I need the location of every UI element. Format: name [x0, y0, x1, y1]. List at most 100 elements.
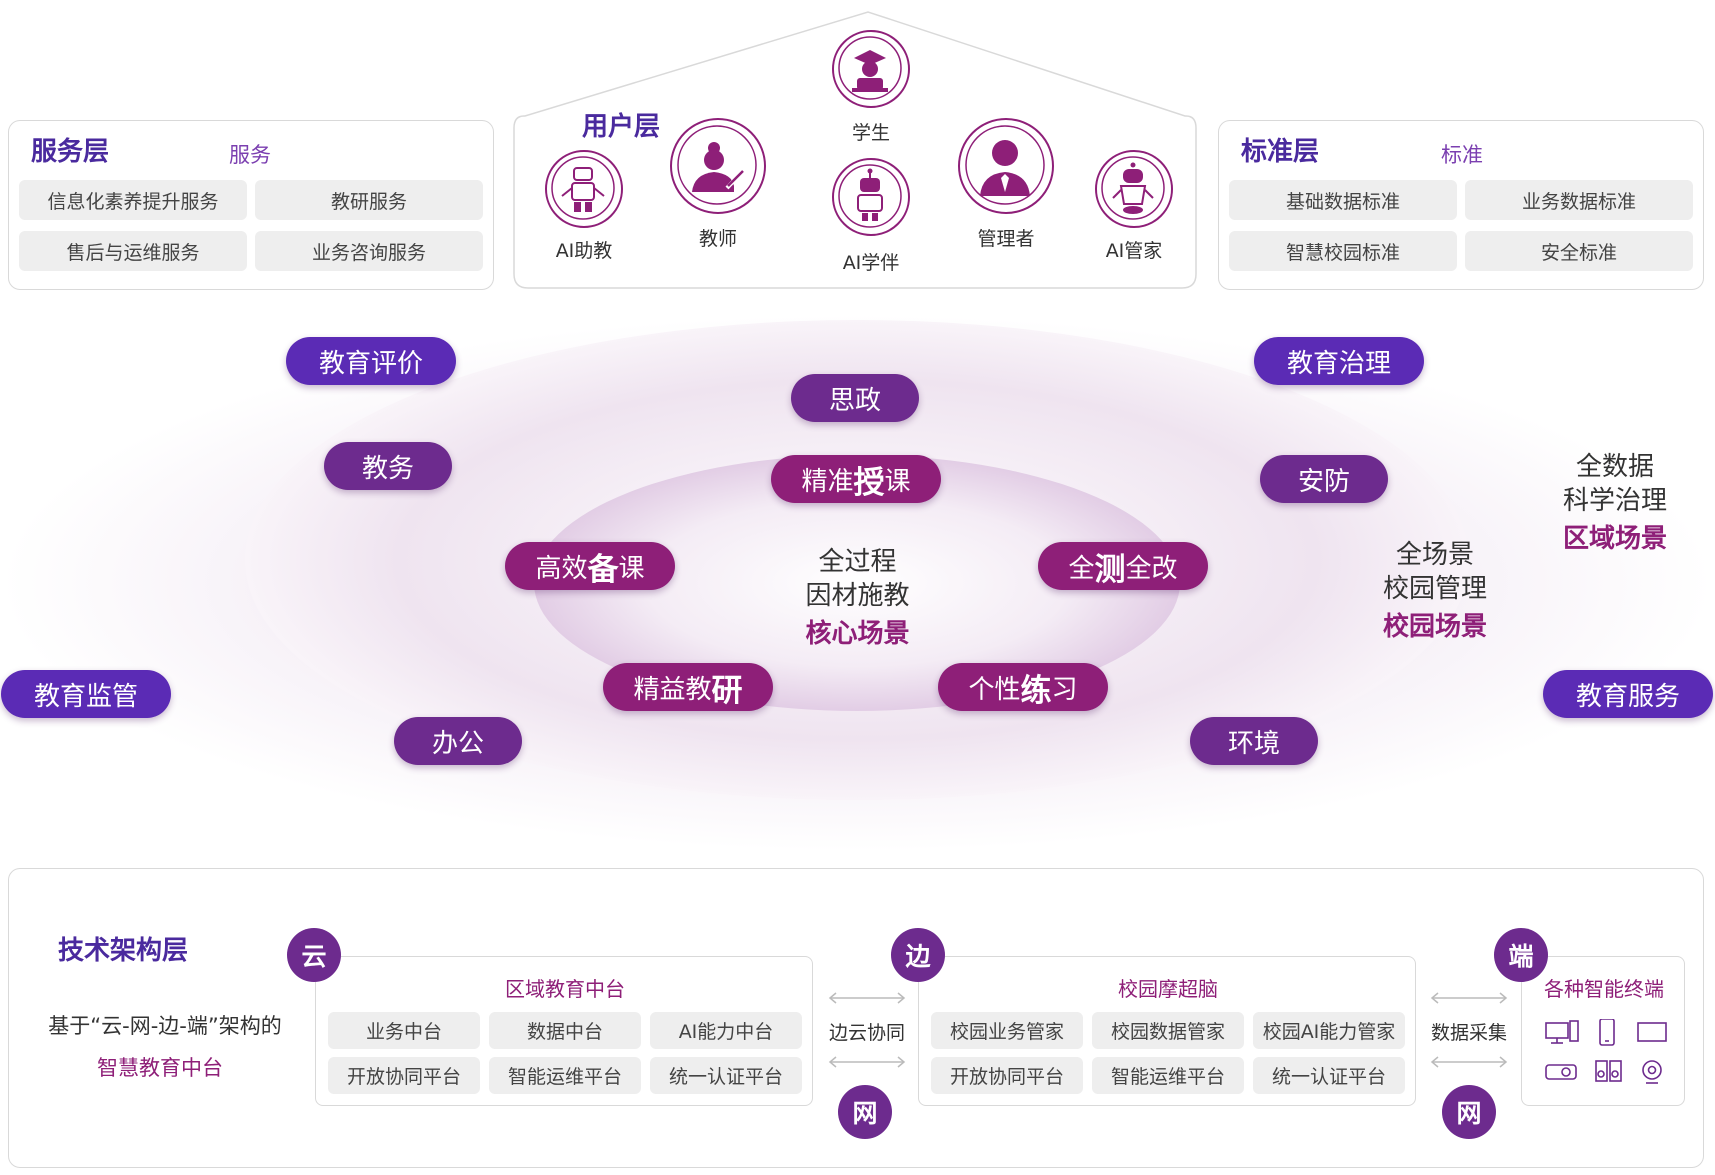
pill-text: 个性 [968, 674, 1021, 705]
speaker-icon [1595, 1060, 1622, 1082]
core-pill-lesson-prep[interactable]: 高效备课 [505, 542, 675, 590]
region-pill-supervision[interactable]: 教育监管 [1, 670, 171, 718]
edge-panel: 校园摩超脑 校园业务管家 校园数据管家 校园AI能力管家 开放协同平台 智能运维… [918, 956, 1416, 1106]
core-pill-lecture[interactable]: 精准授课 [771, 455, 941, 503]
tech-layer-desc: 基于“云-网-边-端”架构的 [48, 1014, 282, 1038]
service-item: 信息化素养提升服务 [19, 180, 247, 220]
user-label: AI管家 [1105, 240, 1163, 262]
user-label: 学生 [851, 122, 890, 144]
robot-companion-icon [832, 158, 910, 236]
pill-text: 精准 [801, 466, 854, 497]
edge-item: 智能运维平台 [1092, 1057, 1244, 1094]
standard-item: 业务数据标准 [1465, 180, 1693, 220]
service-layer-title: 服务层 [31, 137, 110, 167]
data-collect-label: 数据采集 [1430, 1022, 1507, 1044]
robot-butler-icon [1095, 150, 1173, 228]
edge-item: 校园业务管家 [931, 1012, 1083, 1049]
region-pill-governance[interactable]: 教育治理 [1254, 337, 1424, 385]
pill-emphasis: 测 [1094, 551, 1126, 588]
pill-text: 精益教 [633, 674, 712, 705]
camera-icon [1642, 1060, 1662, 1084]
terminal-panel: 各种智能终端 [1521, 956, 1685, 1106]
desktop-icon [1545, 1020, 1579, 1044]
edge-title: 校园摩超脑 [1118, 977, 1218, 1001]
standard-layer-title: 标准层 [1241, 137, 1320, 167]
standard-layer-panel: 标准层 标准 基础数据标准 业务数据标准 智慧校园标准 安全标准 [1218, 120, 1704, 290]
campus-scene-label: 校园场景 [1382, 612, 1487, 642]
pill-text: 全改 [1125, 553, 1178, 584]
pill-text: 课 [884, 466, 911, 497]
student-icon [832, 30, 910, 108]
standard-item: 智慧校园标准 [1229, 231, 1457, 271]
core-pill-practice[interactable]: 个性练习 [938, 663, 1108, 711]
campus-pill-academic[interactable]: 教务 [324, 442, 452, 490]
manager-icon [958, 118, 1054, 214]
cloud-item: 业务中台 [328, 1012, 480, 1049]
pill-text: 课 [618, 553, 645, 584]
terminal-title: 各种智能终端 [1544, 977, 1664, 1001]
campus-scene-line2: 校园管理 [1382, 574, 1487, 604]
core-scene-line2: 因材施教 [805, 581, 910, 611]
service-item: 业务咨询服务 [255, 231, 483, 271]
double-arrow-icon [828, 992, 906, 1004]
network-badge: 网 [1442, 1085, 1496, 1139]
cloud-item: AI能力中台 [650, 1012, 802, 1049]
pill-text: 高效 [535, 553, 588, 584]
core-scene-caption: 全过程 因材施教 核心场景 [760, 545, 955, 651]
core-scene-label: 核心场景 [805, 619, 910, 649]
user-label: 教师 [698, 228, 737, 250]
region-scene-caption: 全数据 科学治理 区域场景 [1520, 450, 1710, 556]
edge-item: 校园数据管家 [1092, 1012, 1244, 1049]
region-scene-line2: 科学治理 [1562, 486, 1667, 516]
core-pill-testing[interactable]: 全测全改 [1038, 542, 1208, 590]
user-label: AI助教 [555, 240, 613, 262]
user-label: AI学伴 [842, 252, 900, 274]
core-ring [534, 455, 1180, 711]
service-item: 教研服务 [255, 180, 483, 220]
pill-emphasis: 授 [853, 464, 885, 501]
core-scene-line1: 全过程 [818, 547, 897, 577]
edge-item: 统一认证平台 [1253, 1057, 1405, 1094]
double-arrow-icon [1430, 992, 1508, 1004]
robot-assistant-icon [545, 150, 623, 228]
campus-scene-line1: 全场景 [1395, 540, 1474, 570]
tech-layer-title: 技术架构层 [58, 936, 189, 966]
edge-sync-label: 边云协同 [828, 1022, 905, 1044]
user-label: 管理者 [977, 228, 1035, 250]
standard-item: 安全标准 [1465, 231, 1693, 271]
region-scene-label: 区域场景 [1562, 524, 1667, 554]
cloud-badge: 云 [287, 928, 341, 982]
campus-pill-environment[interactable]: 环境 [1190, 717, 1318, 765]
standard-layer-subtitle: 标准 [1441, 143, 1483, 167]
terminal-badge: 端 [1494, 928, 1548, 982]
campus-pill-security[interactable]: 安防 [1260, 455, 1388, 503]
tech-layer-desc-highlight: 智慧教育中台 [97, 1056, 223, 1080]
pill-text: 全 [1068, 553, 1095, 584]
service-layer-subtitle: 服务 [229, 143, 271, 167]
user-layer-house [513, 11, 1197, 289]
cloud-item: 统一认证平台 [650, 1057, 802, 1094]
region-pill-evaluation[interactable]: 教育评价 [286, 337, 456, 385]
edge-item: 开放协同平台 [931, 1057, 1083, 1094]
region-pill-service[interactable]: 教育服务 [1543, 670, 1713, 718]
service-item: 售后与运维服务 [19, 231, 247, 271]
standard-item: 基础数据标准 [1229, 180, 1457, 220]
cloud-item: 开放协同平台 [328, 1057, 480, 1094]
double-arrow-icon [828, 1056, 906, 1068]
teacher-icon [670, 118, 766, 214]
cloud-item: 数据中台 [489, 1012, 641, 1049]
region-scene-line1: 全数据 [1575, 452, 1654, 482]
edge-badge: 边 [891, 928, 945, 982]
cloud-title: 区域教育中台 [505, 977, 625, 1001]
device-icons [1545, 1019, 1667, 1084]
campus-pill-office[interactable]: 办公 [394, 717, 522, 765]
projector-icon [1545, 1064, 1577, 1080]
core-pill-research[interactable]: 精益教研 [603, 663, 773, 711]
double-arrow-icon [1430, 1056, 1508, 1068]
cloud-panel: 区域教育中台 业务中台 数据中台 AI能力中台 开放协同平台 智能运维平台 统一… [315, 956, 813, 1106]
campus-scene-caption: 全场景 校园管理 校园场景 [1340, 538, 1530, 644]
campus-pill-ideology[interactable]: 思政 [791, 374, 919, 422]
edge-item: 校园AI能力管家 [1253, 1012, 1405, 1049]
user-layer-title: 用户层 [582, 112, 661, 142]
service-layer-panel: 服务层 服务 信息化素养提升服务 教研服务 售后与运维服务 业务咨询服务 [8, 120, 494, 290]
